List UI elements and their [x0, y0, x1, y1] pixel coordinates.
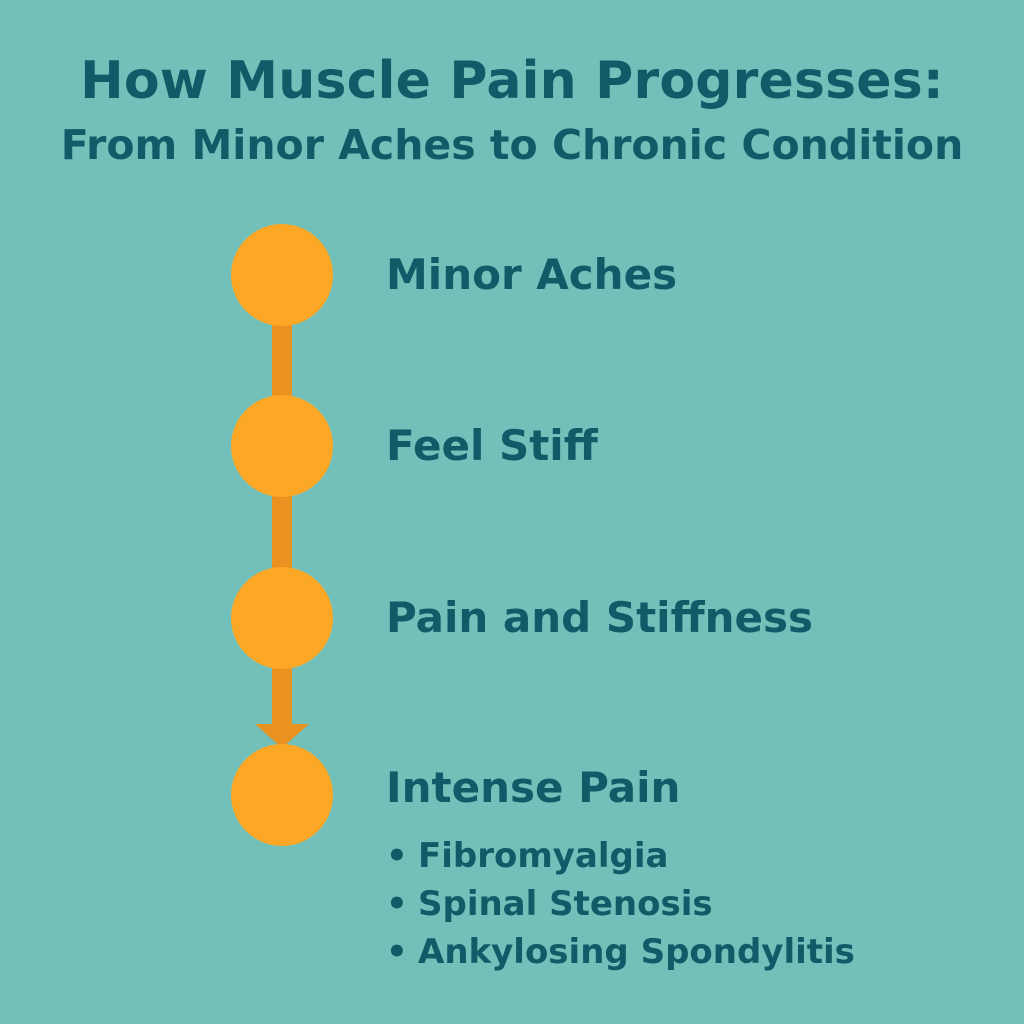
- condition-list-item: •Ankylosing Spondylitis: [386, 930, 855, 974]
- condition-label: Ankylosing Spondylitis: [418, 932, 855, 972]
- step-label-feel-stiff: Feel Stiff: [386, 421, 598, 470]
- connector-1-2: [272, 318, 292, 402]
- step-node-4: [231, 744, 333, 846]
- diagram-title: How Muscle Pain Progresses:: [80, 51, 944, 111]
- bullet-icon: •: [386, 836, 408, 876]
- step-label-minor-aches: Minor Aches: [386, 250, 678, 299]
- condition-list-item: •Fibromyalgia: [386, 834, 668, 878]
- bullet-icon: •: [386, 884, 408, 924]
- diagram-subtitle: From Minor Aches to Chronic Condition: [60, 121, 964, 169]
- condition-label: Fibromyalgia: [418, 836, 669, 876]
- condition-label: Spinal Stenosis: [418, 884, 713, 924]
- step-node-3: [231, 567, 333, 669]
- step-node-1: [231, 224, 333, 326]
- condition-list-item: •Spinal Stenosis: [386, 882, 713, 926]
- connector-2-3: [272, 490, 292, 574]
- step-label-pain-and-stiffness: Pain and Stiffness: [386, 593, 813, 642]
- step-label-intense-pain: Intense Pain: [386, 763, 681, 812]
- connector-3-4: [272, 662, 292, 728]
- step-node-2: [231, 395, 333, 497]
- bullet-icon: •: [386, 932, 408, 972]
